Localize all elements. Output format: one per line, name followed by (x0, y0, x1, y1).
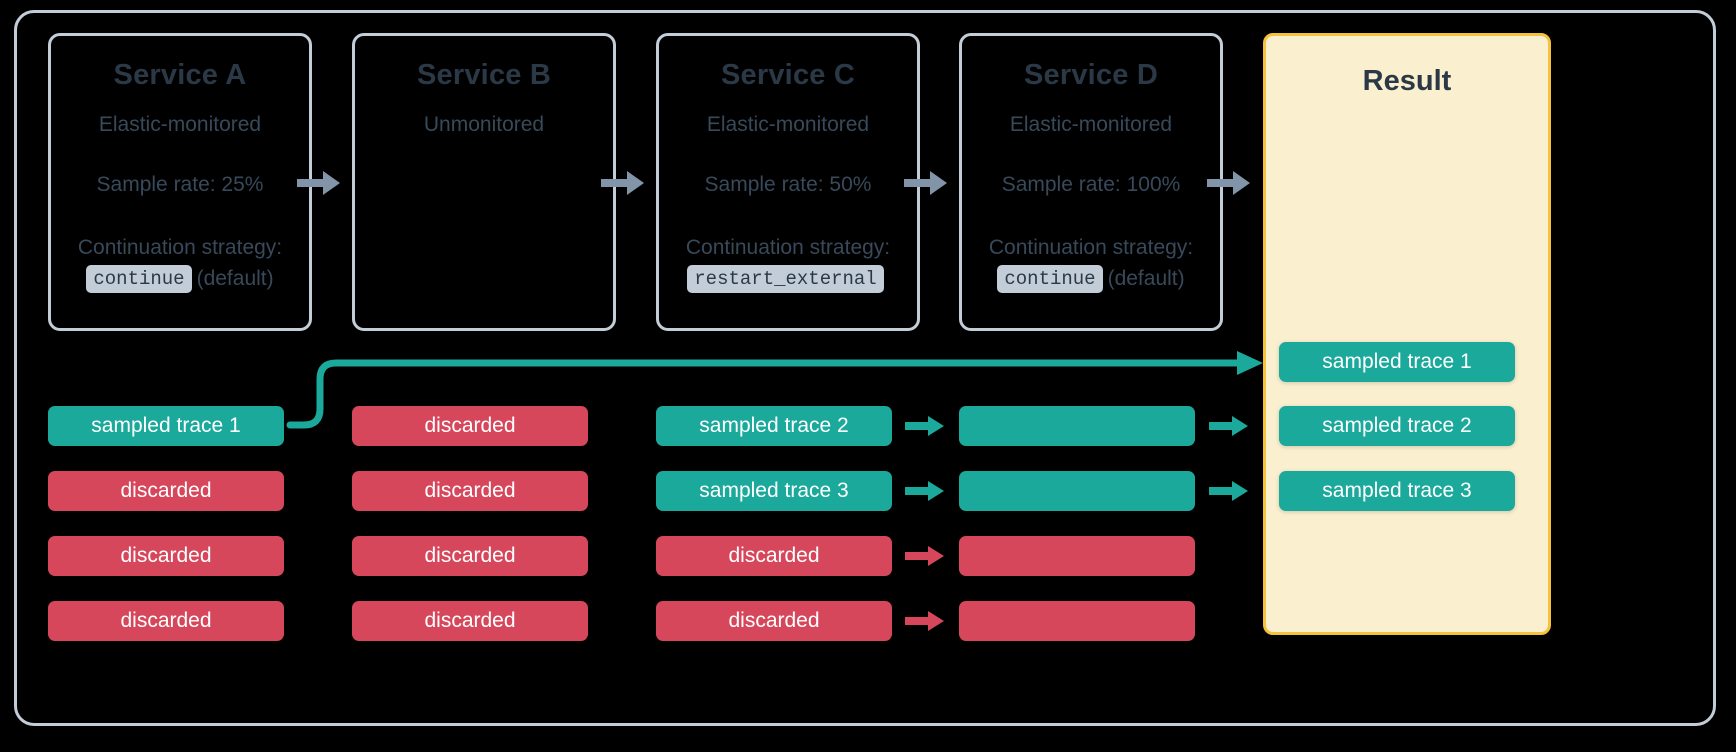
service-c-title: Service C (721, 59, 855, 91)
service-box-a: Service A Elastic-monitored Sample rate:… (48, 33, 312, 331)
service-c-strategy-value: restart_external (687, 265, 884, 294)
service-c-strategy-label: Continuation strategy: (685, 236, 891, 259)
trace-bar-b-3: discarded (352, 536, 588, 576)
service-d-strategy-value: continue (997, 265, 1103, 294)
result-panel: Result (1263, 33, 1551, 635)
trace-bar-a-2: discarded (48, 471, 284, 511)
result-title: Result (1362, 65, 1452, 97)
service-c-strategy-row: restart_external (659, 265, 917, 294)
arrow-right-icon-c-to-d (904, 171, 947, 195)
service-box-c: Service C Elastic-monitored Sample rate:… (656, 33, 920, 331)
trace-bar-d-1 (959, 406, 1195, 446)
service-a-strategy-note: (default) (196, 267, 274, 291)
trace-bar-c-2: sampled trace 3 (656, 471, 892, 511)
trace-bar-c-3: discarded (656, 536, 892, 576)
service-d-sample-rate: Sample rate: 100% (1001, 173, 1181, 196)
service-a-monitoring: Elastic-monitored (98, 113, 262, 136)
service-a-strategy-label: Continuation strategy: (77, 236, 283, 259)
trace-bar-d-3 (959, 536, 1195, 576)
arrow-right-icon-d2-to-result2 (1209, 416, 1248, 436)
service-c-sample-rate: Sample rate: 50% (704, 173, 872, 196)
service-b-title: Service B (417, 59, 551, 91)
trace-bar-c-1: sampled trace 2 (656, 406, 892, 446)
trace-bar-d-4 (959, 601, 1195, 641)
arrow-right-icon-b-to-c (601, 171, 644, 195)
arrow-right-icon-d3-to-result3 (1209, 481, 1248, 501)
arrow-right-icon-c4-to-d4 (905, 611, 944, 631)
service-box-d: Service D Elastic-monitored Sample rate:… (959, 33, 1223, 331)
service-c-monitoring: Elastic-monitored (706, 113, 870, 136)
service-c-strategy-note (884, 267, 889, 290)
service-b-monitoring: Unmonitored (423, 113, 545, 136)
trace-bar-d-2 (959, 471, 1195, 511)
trace-bar-b-2: discarded (352, 471, 588, 511)
trace-bar-a-3: discarded (48, 536, 284, 576)
trace-bar-b-1: discarded (352, 406, 588, 446)
service-a-strategy-value: continue (86, 265, 192, 294)
arrow-right-icon-c3-to-d3 (905, 546, 944, 566)
service-d-monitoring: Elastic-monitored (1009, 113, 1173, 136)
service-d-strategy-label: Continuation strategy: (988, 236, 1194, 259)
service-d-strategy-row: continue(default) (962, 265, 1220, 294)
result-trace-bar-1: sampled trace 1 (1279, 342, 1515, 382)
result-trace-bar-3: sampled trace 3 (1279, 471, 1515, 511)
arrow-right-icon-c2-to-d2 (905, 481, 944, 501)
arrow-right-icon-a-to-b (297, 171, 340, 195)
service-a-strategy-row: continue(default) (51, 265, 309, 294)
service-a-sample-rate: Sample rate: 25% (96, 173, 264, 196)
service-box-b: Service B Unmonitored (352, 33, 616, 331)
diagram-outer-frame (14, 10, 1716, 726)
arrow-right-icon-c1-to-d1 (905, 416, 944, 436)
trace-bar-a-1: sampled trace 1 (48, 406, 284, 446)
trace-bar-c-4: discarded (656, 601, 892, 641)
arrow-right-icon-d-to-result (1207, 171, 1250, 195)
trace-bar-b-4: discarded (352, 601, 588, 641)
service-d-strategy-note: (default) (1107, 267, 1185, 291)
trace-bar-a-4: discarded (48, 601, 284, 641)
service-d-title: Service D (1024, 59, 1158, 91)
service-a-title: Service A (113, 59, 247, 91)
result-trace-bar-2: sampled trace 2 (1279, 406, 1515, 446)
